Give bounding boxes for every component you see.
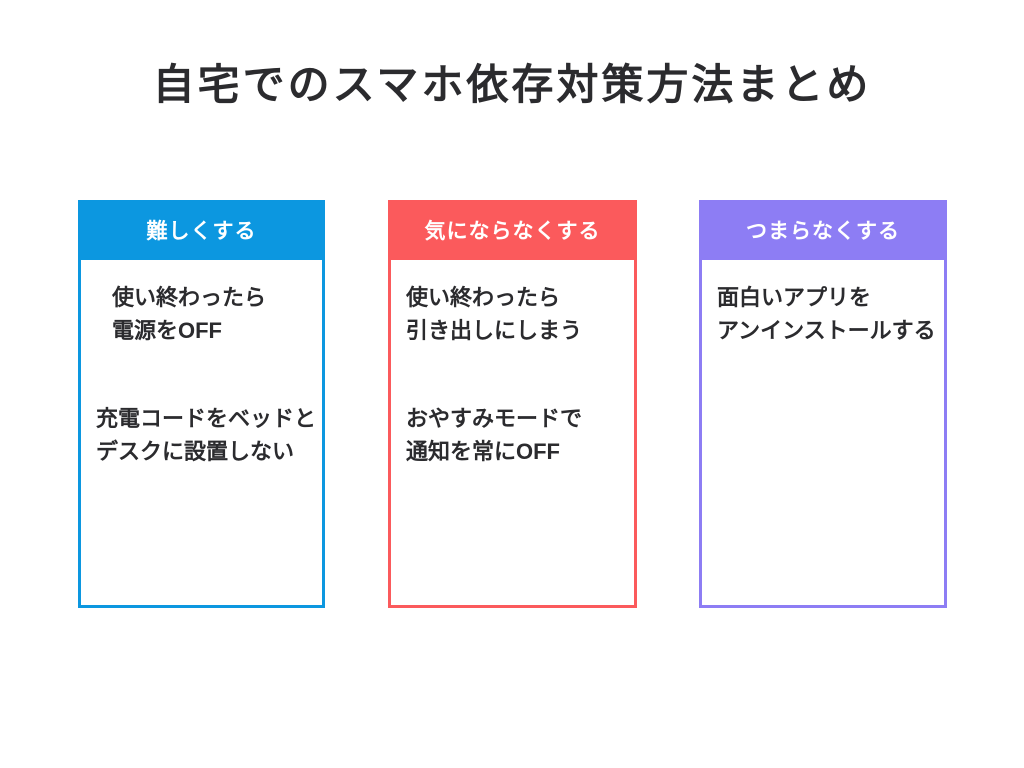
column-header-unnoticeable: 気にならなくする: [391, 203, 634, 260]
item-line: 面白いアプリを: [717, 285, 872, 310]
item-line: 使い終わったら: [112, 285, 267, 310]
column-header-difficult: 難しくする: [81, 203, 322, 260]
column-header-boring: つまらなくする: [702, 203, 944, 260]
item-line: 電源をOFF: [112, 318, 222, 343]
list-item: 使い終わったら 引き出しにしまう: [406, 281, 632, 347]
column-card-boring: つまらなくする 面白いアプリを アンインストールする: [699, 200, 947, 608]
list-item: おやすみモードで 通知を常にOFF: [406, 402, 632, 468]
column-card-unnoticeable: 気にならなくする 使い終わったら 引き出しにしまう おやすみモードで 通知を常に…: [388, 200, 637, 608]
column-card-difficult: 難しくする 使い終わったら 電源をOFF 充電コードをベッドと デスクに設置しな…: [78, 200, 325, 608]
column-body: 使い終わったら 引き出しにしまう おやすみモードで 通知を常にOFF: [391, 260, 634, 468]
page-title: 自宅でのスマホ依存対策方法まとめ: [152, 61, 872, 108]
column-body: 使い終わったら 電源をOFF 充電コードをベッドと デスクに設置しない: [81, 260, 322, 468]
item-line: アンインストールする: [717, 318, 936, 343]
item-line: 充電コードをベッドと: [96, 406, 317, 431]
list-item: 充電コードをベッドと デスクに設置しない: [96, 402, 320, 468]
item-line: 通知を常にOFF: [406, 439, 560, 464]
item-line: デスクに設置しない: [96, 439, 295, 464]
list-item: 使い終わったら 電源をOFF: [112, 281, 320, 347]
item-line: おやすみモードで: [406, 406, 583, 431]
list-item: 面白いアプリを アンインストールする: [717, 281, 942, 347]
column-body: 面白いアプリを アンインストールする: [702, 260, 944, 347]
item-line: 引き出しにしまう: [406, 318, 583, 343]
item-line: 使い終わったら: [406, 285, 561, 310]
